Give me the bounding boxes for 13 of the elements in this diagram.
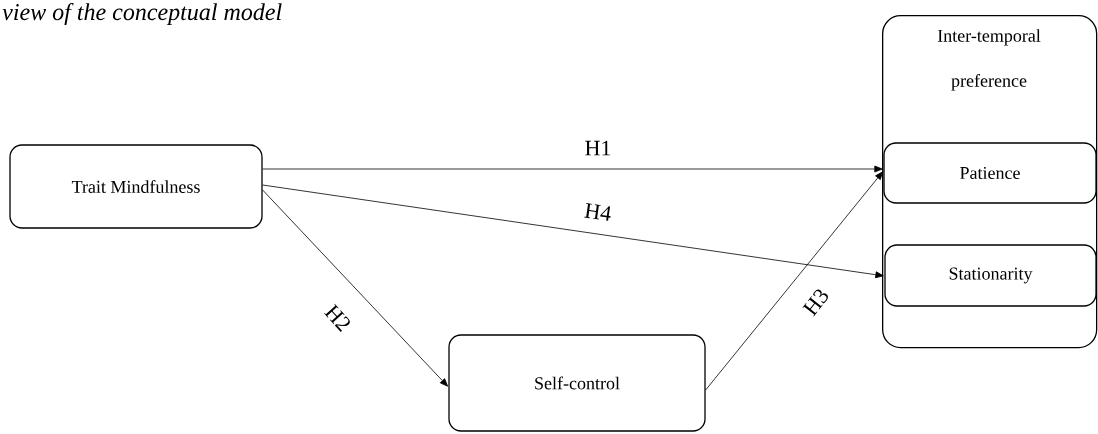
rounded-box: Self-control [448, 334, 706, 432]
arrow [262, 165, 883, 173]
rounded-box: Trait Mindfulness [9, 144, 263, 229]
rounded-box: Stationarity [884, 244, 1097, 307]
figure-title: view of the conceptual model [2, 3, 282, 25]
arrow [262, 184, 884, 279]
edge-label: H2 [324, 303, 350, 332]
rounded-box: Patience [883, 142, 1097, 204]
arrow [705, 171, 884, 391]
edge-label: H1 [585, 140, 611, 156]
edge-label: H4 [584, 203, 611, 221]
edge-label: H3 [802, 289, 828, 317]
arrow [262, 189, 448, 387]
